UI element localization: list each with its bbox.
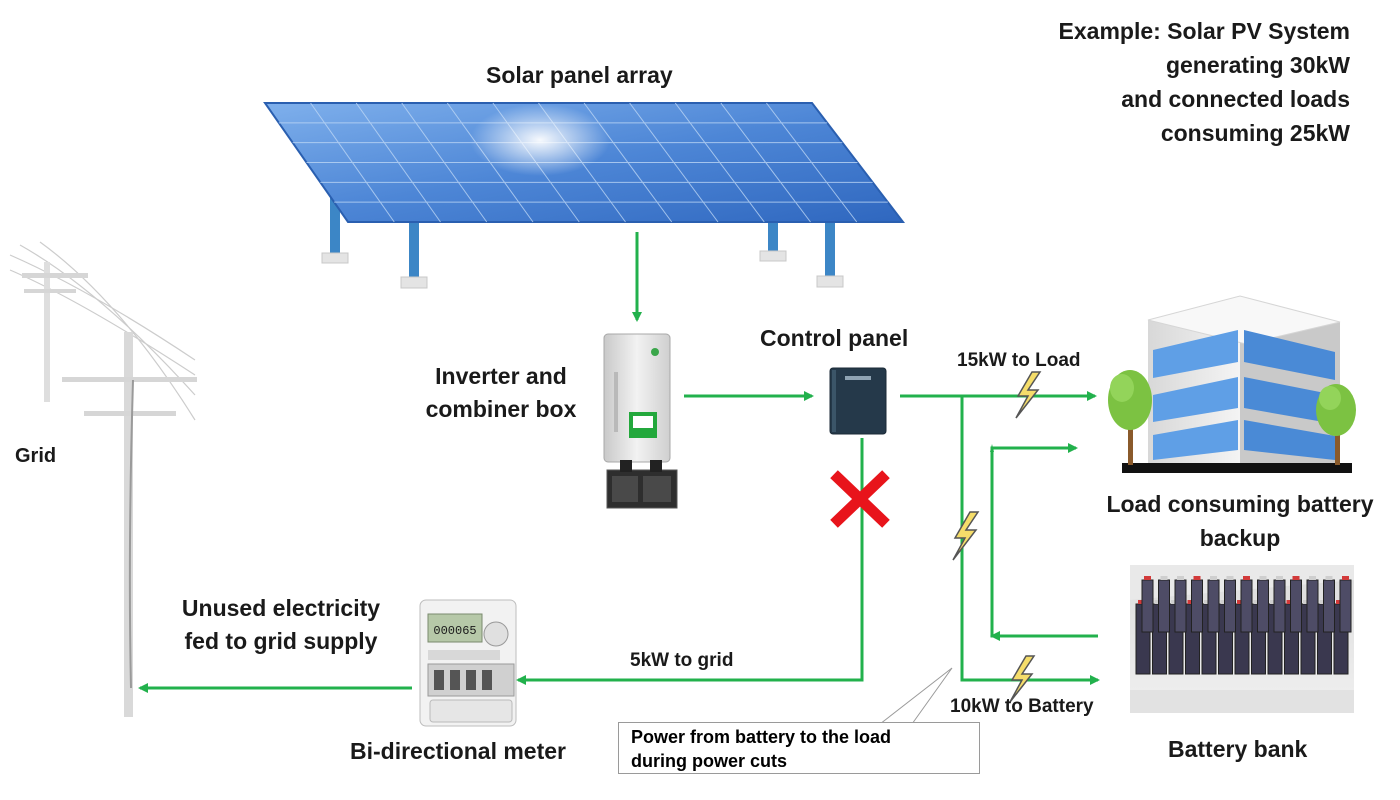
load-label: Load consuming battery backup bbox=[1090, 487, 1390, 555]
lightning-icon bbox=[952, 511, 980, 561]
blocked-x-icon bbox=[830, 470, 890, 528]
inverter-label: Inverter and combiner box bbox=[412, 360, 590, 426]
combiner-box-icon bbox=[606, 460, 678, 509]
meter-label: Bi-directional meter bbox=[350, 738, 566, 764]
inverter-icon bbox=[603, 333, 671, 463]
load-label-line-2: backup bbox=[1199, 525, 1281, 551]
example-line-2: generating 30kW bbox=[1165, 52, 1350, 78]
unused-label-line-2: fed to grid supply bbox=[184, 628, 378, 654]
example-description: Example: Solar PV System generating 30kW… bbox=[990, 14, 1350, 150]
utility-pole-icon bbox=[9, 241, 197, 717]
tree-icon bbox=[1108, 370, 1152, 465]
flow-label-to-load: 15kW to Load bbox=[957, 350, 1081, 371]
lightning-icon bbox=[1015, 371, 1042, 419]
meter-display: 000065 bbox=[433, 624, 476, 638]
battery-bank-label: Battery bank bbox=[1168, 736, 1308, 762]
solar-panel-array-label: Solar panel array bbox=[486, 62, 673, 88]
example-line-4: consuming 25kW bbox=[1160, 120, 1350, 146]
control-panel-icon bbox=[829, 367, 887, 435]
flow-label-to-grid: 5kW to grid bbox=[630, 650, 734, 671]
control-panel-label: Control panel bbox=[760, 325, 909, 351]
solar-panel-array-icon bbox=[263, 102, 906, 289]
callout-line-1: Power from battery to the load bbox=[631, 727, 892, 747]
building-windows bbox=[1153, 330, 1335, 460]
battery-bank-icon bbox=[1130, 565, 1354, 713]
lightning-icon bbox=[1009, 655, 1036, 703]
example-line-3: and connected loads bbox=[1121, 86, 1350, 112]
battery-to-load-callout: Power from battery to the load during po… bbox=[618, 722, 980, 774]
unused-electricity-label: Unused electricity fed to grid supply bbox=[168, 592, 394, 658]
unused-label-line-1: Unused electricity bbox=[181, 595, 381, 621]
building-icon bbox=[1122, 295, 1352, 473]
grid-label: Grid bbox=[15, 445, 57, 467]
callout-pointer bbox=[879, 667, 953, 725]
inverter-label-line-2: combiner box bbox=[425, 396, 577, 422]
bi-directional-meter-icon: 000065 bbox=[419, 599, 517, 727]
callout-line-2: during power cuts bbox=[631, 751, 788, 771]
load-label-line-1: Load consuming battery bbox=[1106, 491, 1374, 517]
tree-icon bbox=[1316, 384, 1356, 465]
flow-battery-to-load bbox=[990, 443, 1098, 638]
flow-label-to-battery: 10kW to Battery bbox=[950, 696, 1094, 717]
example-line-1: Example: Solar PV System bbox=[1058, 18, 1350, 44]
inverter-label-line-1: Inverter and bbox=[435, 363, 567, 389]
flow-control-to-grid bbox=[516, 438, 864, 685]
